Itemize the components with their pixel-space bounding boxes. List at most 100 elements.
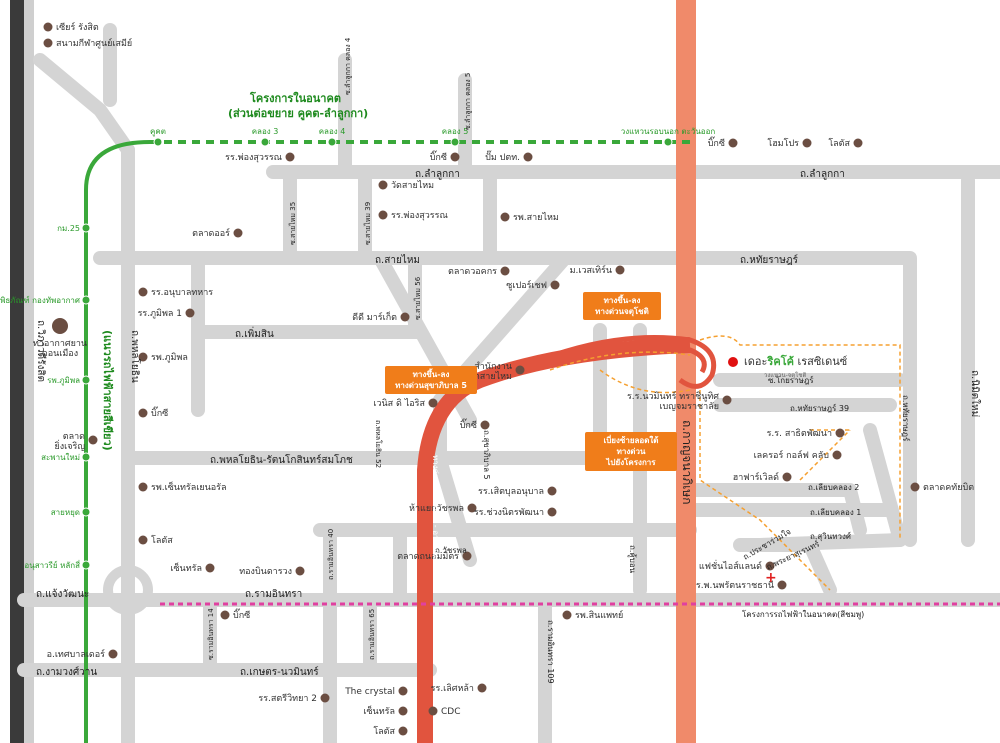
road-ram-intra: ถ.รามอินทรา: [245, 589, 302, 600]
landmark-cdc-marker: [428, 706, 438, 716]
landmark-ad_office-label: อ.เทศบาลเดอร์: [47, 648, 106, 660]
landmark-wat_sai_mai-label: วัดสายไหม: [391, 180, 434, 191]
landmark-chafen-label: ฮาฟาร์เวิลด์: [733, 471, 779, 483]
landmark-pom_pt-label: ปั๊ม ปตท.: [485, 150, 520, 163]
road-hathairat-vert: ถ.หทัยราษฎร์: [901, 395, 911, 442]
road-hathairat: ถ.หทัยราษฎร์: [740, 254, 799, 266]
green-station-marker: [81, 507, 91, 517]
roundabout: [103, 565, 153, 615]
project-suffix: เรสซิเดนซ์: [797, 355, 848, 368]
green-station-marker: [81, 295, 91, 305]
road-sukhaphiban5: ถ.สุขาภิบาล 5: [482, 430, 491, 480]
landmark-talat_n-label: ตลาดถนอมมิตร: [397, 551, 459, 562]
landmark-wemil-label: เวนิส ดิ ไอริส: [373, 398, 425, 409]
landmark-rp_setiwan-label: รพ.สินแพทย์: [575, 609, 623, 621]
hospital-icon: +: [765, 570, 777, 586]
green-station-marker: [663, 137, 673, 147]
landmark-rr_lachan-marker: [477, 683, 487, 693]
landmark-lotus_top-marker: [853, 138, 863, 148]
landmark-thong-label: ทองบินดารวง: [239, 566, 292, 577]
road-khubon: ถ.คู้บอน: [627, 545, 637, 574]
landmark-rp_sai_mai-marker: [500, 212, 510, 222]
landmark-bigc_right-label: บิ๊กซี: [708, 136, 725, 149]
green-station-label: คูคต: [150, 127, 166, 137]
road-soi-lam-luk-ka5: ซ.ลำลูกกา คลอง 5: [464, 73, 472, 130]
green-station-marker: [153, 137, 163, 147]
landmark-lotus_top-label: โลตัส: [828, 138, 850, 149]
road-koy-rat: ซ.โกยราษฎร์: [768, 375, 814, 385]
road-lat-luk-ka-right: ถ.ลำลูกกา: [800, 169, 845, 180]
landmark-rr_phongsuk2-marker: [378, 210, 388, 220]
landmark-rp_setiwan-marker: [562, 610, 572, 620]
green-station-marker: [450, 137, 460, 147]
route-to-project: [549, 335, 901, 591]
landmark-rr_phongsuk2-label: รร.พ่องสุวรรณ: [391, 211, 448, 221]
landmark-rr_setthabut-label: รร.เสิตบุลอนุบาล: [478, 486, 544, 497]
landmark-samnak_sai_mai-marker: [515, 365, 525, 375]
landmark-rr_anubarn-label: รร.อนุบาลทหาร: [151, 288, 213, 298]
landmark-rp_phumiphol-marker: [138, 352, 148, 362]
landmark-rr_phongsuk-label: รร.พ่องสุวรรณ: [225, 153, 282, 163]
landmark-pom_pt-marker: [523, 152, 533, 162]
landmark-central2-label: เซ็นทรัล: [363, 704, 395, 717]
road-soi-lam-luk-ka4: ซ.ลำลูกกา คลอง 4: [344, 37, 352, 95]
road-phum-sin: ถ.เพิ่มสิน: [235, 326, 274, 340]
green-station-marker: [81, 223, 91, 233]
green-station-label: คลอง 5: [442, 127, 469, 136]
landmark-supersports-label: ซูเปอร์เชฟ: [506, 279, 547, 291]
landmark-wat_sai_mai-marker: [378, 180, 388, 190]
green-station-marker: [260, 137, 270, 147]
green-station-marker: [81, 375, 91, 385]
landmark-bigc_bottom-marker: [220, 610, 230, 620]
road-expressway: ทางด่วนรามอินทรา - อาจณรงค์: [431, 455, 441, 565]
landmark-fashion-marker: [765, 561, 775, 571]
landmark-lotus_mid-label: โลตัส: [151, 535, 173, 546]
green-station-label: รพ.ภูมิพล: [47, 376, 80, 386]
landmark-rp_central-marker: [138, 482, 148, 492]
green-station-label: สะพานใหม่: [41, 453, 80, 462]
landmark-don_mueang_golf-marker: [43, 38, 53, 48]
project-prefix: เดอะ: [744, 355, 768, 368]
road-ram-intra-14: ซ.รามอินทรา 14: [207, 608, 215, 660]
vertical-road-labels: ถ.วิภาวดีรังสิต ถ.พหลโยธิน ถ.กาญจนาภิเษก…: [35, 37, 981, 684]
road-sai-mai: ถ.สายไหม: [375, 254, 420, 266]
landmark-samnak_sai_mai-label: สำนักงานเขตสายไหม: [465, 361, 512, 382]
road-phahon-ratthinthra: ถ.พหลโยธิน-รัตนโกสินทร์สมโภช: [210, 453, 353, 466]
road-sai-mai56: ซ.สายไหม 56: [413, 276, 422, 320]
project-name: เดอะริคโค้ เรสซิเดนซ์ วงแหวน-จตุโชติ: [744, 352, 847, 380]
landmark-harinet-label: ห้าแยกวัชรพล: [409, 503, 464, 514]
landmark-ad_office-marker: [108, 649, 118, 659]
landmark-rp_phumiphol-label: รพ.ภูมิพล: [151, 352, 188, 363]
green-line-vertical-label: (แนวรถไฟฟ้าสายสีเขียว): [101, 330, 115, 451]
road-lat-luk-ka: ถ.ลำลูกกา: [415, 169, 460, 180]
road-nimit-mai: ถ.นิมิตใหม่: [969, 370, 981, 417]
landmark-bigc_right-marker: [728, 138, 738, 148]
landmark-rr_phumiphol1-marker: [185, 308, 195, 318]
road-hathairat39: ถ.หทัยราษฎร์ 39: [790, 403, 849, 413]
landmark-homepro-label: โฮมโปร: [767, 138, 799, 149]
road-chaeng-watthana: ถ.แจ้งวัฒนะ: [36, 588, 89, 600]
landmark-chafen-marker: [782, 472, 792, 482]
green-station-label: วงแหวนรอบนอก ตะวันออก: [621, 127, 716, 136]
landmark-talat_yingcharoen-marker: [88, 435, 98, 445]
green-line: [84, 140, 151, 743]
landmark-talat_or-marker: [233, 228, 243, 238]
landmark-rs_saranrom-label: ร.ร. สาธิตพัฒนา: [767, 428, 832, 439]
landmark-bigc_top-label: บิ๊กซี: [430, 150, 447, 163]
road-vibhavadi: ถ.วิภาวดีรังสิต: [35, 320, 47, 382]
landmark-central-marker: [205, 563, 215, 573]
expressway: [417, 337, 691, 743]
landmark-lotus_mid-marker: [138, 535, 148, 545]
landmark-m_western-label: ม.เวสเทิร์น: [570, 264, 612, 276]
callout-turn-left: เบี่ยงซ้ายลอดใต้ทางด่วน ไปยังโครงการ: [585, 432, 677, 471]
pink-line-label: โครงการรถไฟฟ้าในอนาคต(สีชมพู): [742, 609, 864, 620]
landmark-rr_setthabut-marker: [547, 486, 557, 496]
landmark-cdc-label: CDC: [441, 707, 461, 717]
road-network: [17, 23, 1000, 743]
landmark-rr_nawamintra-label: ร.ร.นวมินทร์ ทราชินูทิศเบญจมราชาลัย: [627, 390, 719, 412]
landmark-bigc_left-marker: [138, 408, 148, 418]
vibhavadi-dark-road: [10, 0, 24, 743]
landmark-rr_nawamin-label: รร.ช่วงนิตรพัฒนา: [474, 507, 544, 518]
